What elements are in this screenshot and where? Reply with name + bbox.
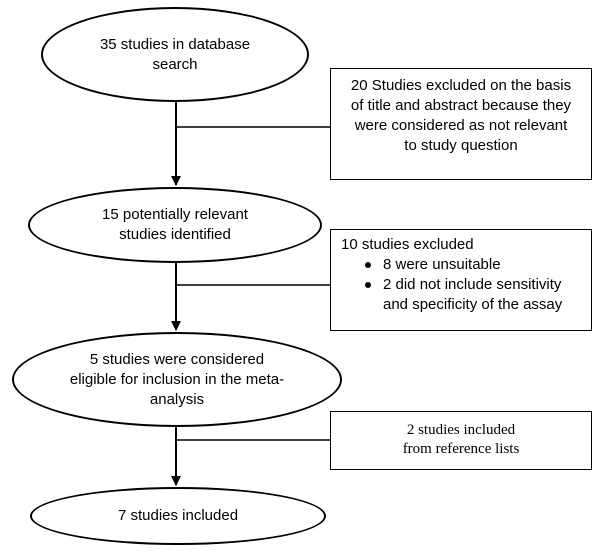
exclusion-reasons-list: 8 were unsuitable 2 did not include sens… bbox=[337, 255, 585, 315]
box-excluded-studies: 10 studies excluded 8 were unsuitable 2 … bbox=[330, 229, 592, 331]
bullet-icon bbox=[365, 262, 371, 268]
box-excluded-studies-title: 10 studies excluded bbox=[341, 236, 474, 253]
box-included-reference-lists-label: 2 studies included from reference lists bbox=[402, 422, 520, 457]
node-eligible-studies: 5 studies were considered eligible for i… bbox=[12, 332, 342, 427]
box-included-reference-lists: 2 studies included from reference lists bbox=[330, 411, 592, 470]
bullet-icon bbox=[365, 282, 371, 288]
exclusion-reason-text: 2 did not include sensitivity and specif… bbox=[383, 276, 563, 313]
node-database-search-label: 35 studies in database search bbox=[99, 35, 251, 73]
node-studies-included: 7 studies included bbox=[30, 487, 326, 545]
node-database-search: 35 studies in database search bbox=[41, 7, 309, 102]
box-excluded-title-abstract: 20 Studies excluded on the basis of titl… bbox=[330, 68, 592, 180]
node-studies-included-label: 7 studies included bbox=[117, 507, 239, 524]
node-eligible-studies-label: 5 studies were considered eligible for i… bbox=[69, 350, 285, 408]
exclusion-reason-item: 8 were unsuitable bbox=[337, 255, 585, 275]
exclusion-reason-item: 2 did not include sensitivity and specif… bbox=[337, 275, 585, 315]
node-potentially-relevant: 15 potentially relevant studies identifi… bbox=[28, 187, 322, 263]
exclusion-reason-text: 8 were unsuitable bbox=[383, 256, 501, 273]
node-potentially-relevant-label: 15 potentially relevant studies identifi… bbox=[102, 206, 248, 243]
box-excluded-title-abstract-label: 20 Studies excluded on the basis of titl… bbox=[350, 77, 572, 154]
